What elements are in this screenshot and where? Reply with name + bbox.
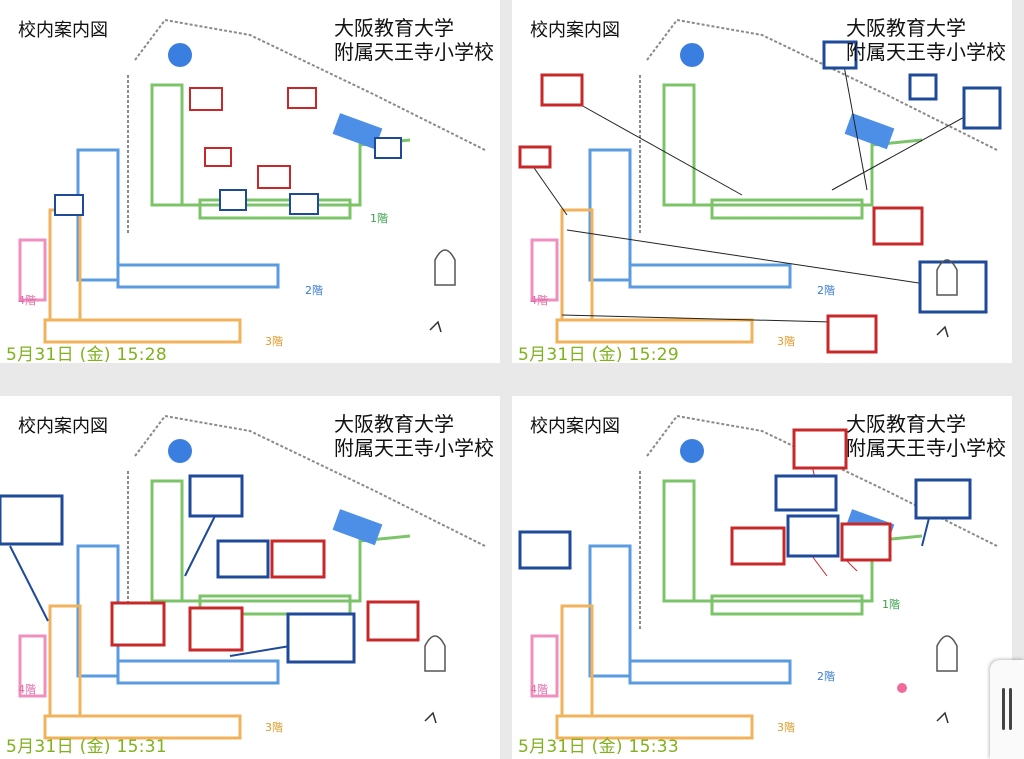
photo-icon [188,474,244,518]
grip-icon [1002,688,1005,730]
floor-2-label: 2階 [305,284,323,297]
photo-icon [204,147,232,167]
floor-3-label: 3階 [777,335,795,348]
pond-icon [168,43,192,67]
owl-icon [434,249,456,286]
photo-icon [366,600,420,642]
floor-1-label: 1階 [882,598,900,611]
photo-icon [289,193,319,215]
owl-icon [424,635,446,672]
owl-icon [936,259,958,296]
timestamp: 5月31日 (金) 15:29 [518,345,680,363]
floor-4-label: 4階 [18,683,36,696]
map-title: 校内案内図 [18,20,108,41]
photo-icon [257,165,291,189]
floor-2-label: 2階 [817,284,835,297]
map-panel-1529[interactable]: 校内案内図 大阪教育大学 附属天王寺小学校 2階 3階 4階 5月31日 (金)… [512,0,1012,363]
photo-icon [840,522,892,562]
photo-icon [792,428,848,470]
photo-icon [962,86,1002,130]
floor-4-label: 4階 [530,683,548,696]
campus-map [518,18,1002,354]
photo-icon [54,194,84,216]
floor-4-label: 4階 [18,294,36,307]
floor-2-label: 2階 [817,670,835,683]
photo-icon [730,526,786,566]
photo-icon [908,73,938,101]
photo-icon [872,206,924,246]
photo-icon [518,530,572,570]
school-name: 大阪教育大学 附属天王寺小学校 [846,412,1006,460]
map-title: 校内案内図 [530,20,620,41]
map-title: 校内案内図 [530,416,620,437]
timestamp: 5月31日 (金) 15:28 [6,345,168,363]
floor-3-label: 3階 [265,721,283,734]
photo-icon [518,145,552,169]
floor-4-label: 4階 [530,294,548,307]
school-name: 大阪教育大学 附属天王寺小学校 [334,412,494,460]
map-panel-1528[interactable]: 校内案内図 大阪教育大学 附属天王寺小学校 1階 2階 3階 4階 5月31日 … [0,0,500,363]
photo-icon [374,137,402,159]
timestamp: 5月31日 (金) 15:31 [6,737,168,757]
map-panel-1533[interactable]: 校内案内図 大阪教育大学 附属天王寺小学校 1階 2階 3階 4階 5月31日 … [512,396,1012,759]
floor-3-label: 3階 [265,335,283,348]
floor-3-label: 3階 [777,721,795,734]
photo-icon [270,539,326,579]
compass-icon [429,320,442,333]
photo-icon [216,539,270,579]
compass-icon [936,711,949,724]
campus-map [0,414,486,740]
photo-icon [774,474,838,512]
photo-icon [826,314,878,354]
school-name: 大阪教育大学 附属天王寺小学校 [334,16,494,64]
photo-icon [219,189,247,211]
photo-icon [287,87,317,109]
photo-icon [786,514,840,558]
timestamp: 5月31日 (金) 15:33 [518,737,680,757]
school-name: 大阪教育大学 附属天王寺小学校 [846,16,1006,64]
map-title: 校内案内図 [18,416,108,437]
photo-icon [188,606,244,652]
campus-map [518,414,998,740]
photo-icon [0,494,64,546]
photo-icon [286,612,356,664]
photo-icon [540,73,584,107]
photo-icon [914,478,972,520]
map-panel-1531[interactable]: 校内案内図 大阪教育大学 附属天王寺小学校 3階 4階 5月31日 (金) 15… [0,396,500,759]
campus-map [18,18,486,344]
floor-1-label: 1階 [370,212,388,225]
photo-icon [189,87,223,111]
photo-icon [110,601,166,647]
scroll-handle[interactable] [990,660,1024,759]
grip-icon [1009,688,1012,730]
compass-icon [936,325,949,338]
compass-icon [424,711,437,724]
photo-icon [822,40,858,70]
photo-icon [918,260,988,314]
owl-icon [936,635,958,672]
